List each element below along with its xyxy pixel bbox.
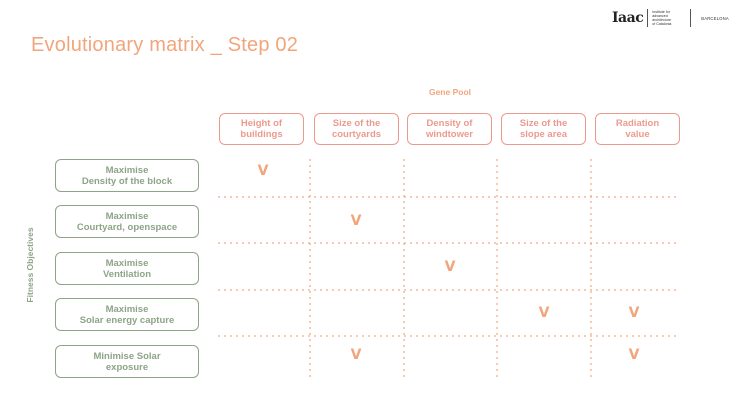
fitness-objectives-label: Fitness Objectives [25,227,35,303]
check-mark: V [444,259,456,275]
check-mark: V [628,305,640,321]
iaac-logo: Iaac Institute for advanced architecture… [612,7,729,29]
check-mark: V [628,347,640,363]
gene-pool-label: Gene Pool [428,87,472,97]
check-mark: V [350,213,362,229]
slide-title: Evolutionary matrix _ Step 02 [31,34,299,56]
logo-divider-2 [690,9,692,27]
check-mark: V [257,163,269,179]
logo-mark: Iaac [612,10,644,26]
logo-divider [647,9,649,27]
logo-tagline: Institute for advanced architecture of C… [652,10,672,26]
check-mark: V [538,305,550,321]
check-mark: V [350,347,362,363]
logo-city: BARCELONA [701,15,729,21]
